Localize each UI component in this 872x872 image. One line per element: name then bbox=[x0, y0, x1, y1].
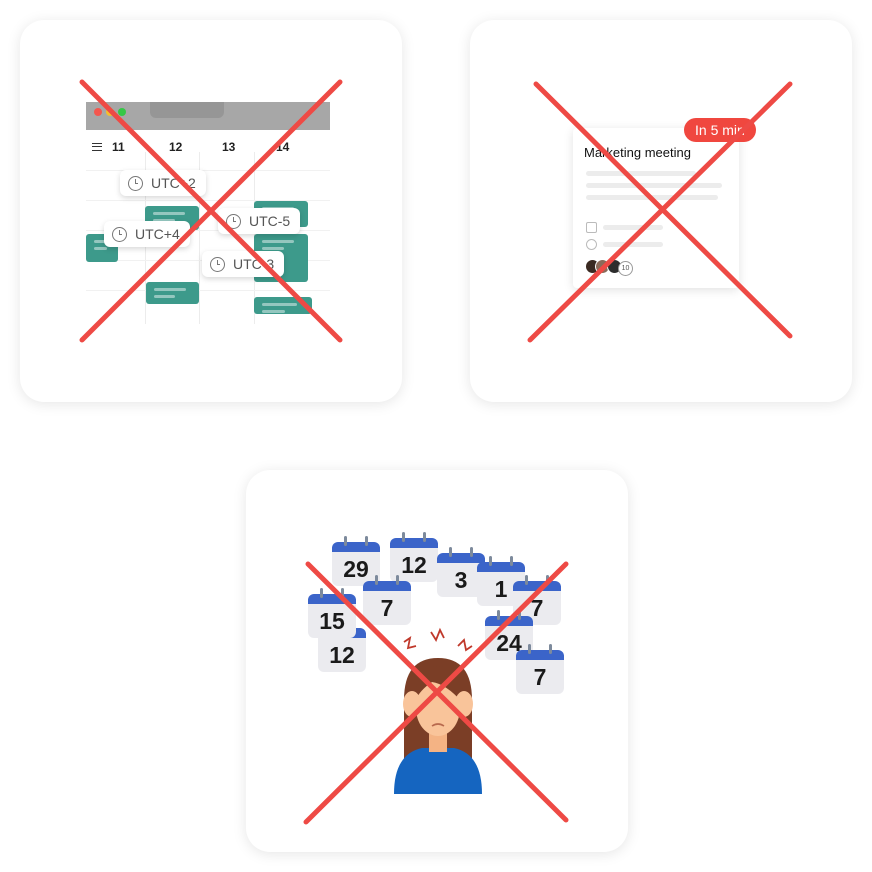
clock-icon bbox=[210, 256, 225, 272]
clock-icon bbox=[128, 175, 143, 191]
attendee-count: 10 bbox=[618, 261, 633, 276]
clock-icon bbox=[586, 239, 597, 250]
calendar-date: 15 bbox=[308, 604, 356, 638]
meeting-title: Marketing meeting bbox=[584, 145, 691, 160]
meeting-reminder-panel: Marketing meeting 10 In 5 min bbox=[470, 20, 852, 402]
clock-icon bbox=[112, 226, 127, 242]
text-placeholder bbox=[586, 195, 718, 200]
timezone-label: UTC-5 bbox=[249, 213, 291, 229]
clock-icon bbox=[226, 213, 241, 229]
cross-out-mark bbox=[303, 561, 569, 825]
timezone-chip: UTC+2 bbox=[120, 170, 206, 196]
calendar-icon: 7 bbox=[516, 644, 564, 694]
day-header: 12 bbox=[169, 140, 183, 154]
calendar-event bbox=[146, 282, 199, 304]
calendar-icon: 7 bbox=[363, 575, 411, 625]
grid-line bbox=[86, 290, 330, 291]
timezone-label: UTC+4 bbox=[135, 226, 180, 242]
timezone-chip: UTC-5 bbox=[218, 208, 301, 234]
timezone-label: UTC+2 bbox=[151, 175, 196, 191]
window-tab bbox=[150, 102, 224, 118]
overwhelmed-calendar-panel: 29 12 3 1 7 7 12 15 24 7 bbox=[246, 470, 628, 852]
window-close-dot bbox=[94, 108, 102, 116]
menu-icon bbox=[92, 143, 102, 151]
window-minimize-dot bbox=[106, 108, 114, 116]
calendar-icon: 15 bbox=[308, 588, 356, 638]
day-header: 13 bbox=[222, 140, 236, 154]
calendar-event bbox=[254, 297, 312, 314]
timezone-label: UTC-3 bbox=[233, 256, 275, 272]
text-placeholder bbox=[603, 225, 663, 230]
calendar-date: 12 bbox=[318, 638, 366, 672]
stressed-person-illustration bbox=[394, 627, 482, 794]
timezone-calendar-panel: 11 12 13 14 UTC+2 UTC+4 UTC-5 UTC-3 bbox=[20, 20, 402, 402]
day-header: 11 bbox=[112, 140, 125, 154]
text-placeholder bbox=[603, 242, 663, 247]
day-header: 14 bbox=[276, 140, 290, 154]
timezone-chip: UTC+4 bbox=[104, 221, 190, 247]
timezone-chip: UTC-3 bbox=[202, 251, 285, 277]
text-placeholder bbox=[586, 171, 696, 176]
text-placeholder bbox=[586, 183, 722, 188]
calendar-icon bbox=[586, 222, 597, 233]
window-maximize-dot bbox=[118, 108, 126, 116]
reminder-badge: In 5 min bbox=[684, 118, 756, 142]
calendar-date: 7 bbox=[516, 660, 564, 694]
calendar-date: 7 bbox=[363, 591, 411, 625]
